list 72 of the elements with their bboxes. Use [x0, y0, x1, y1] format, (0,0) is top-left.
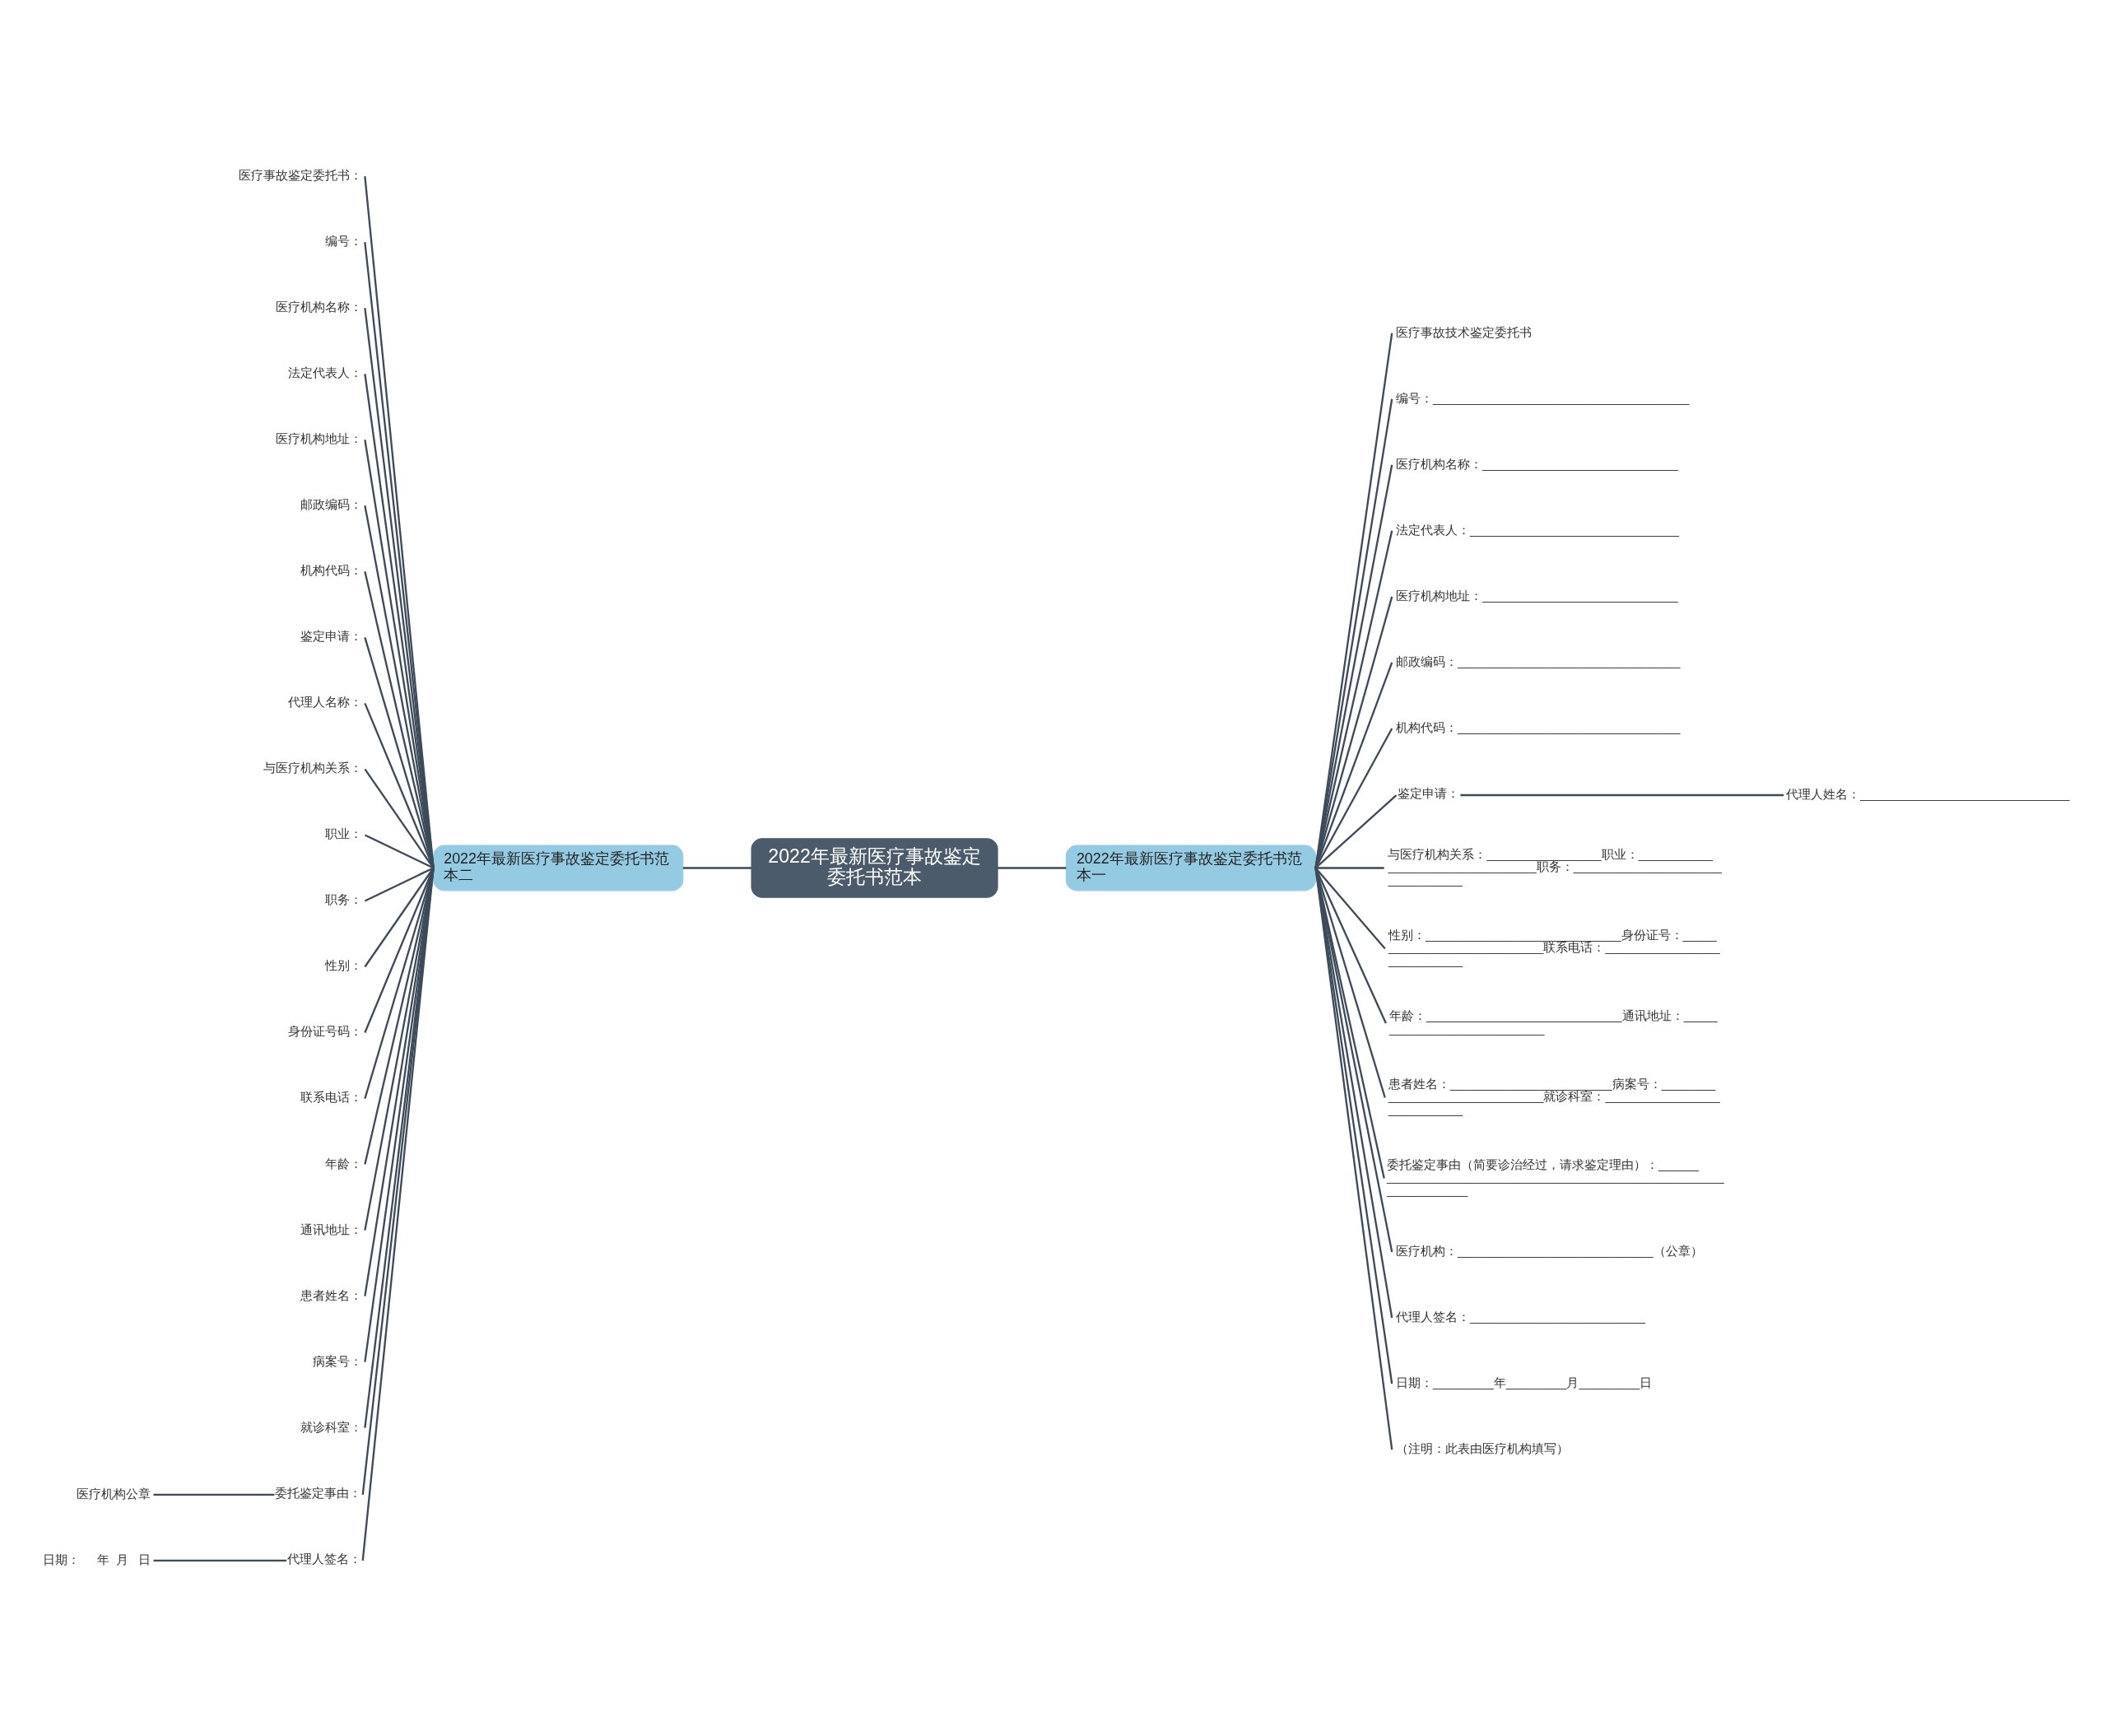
connector [364, 867, 435, 1231]
node-text: 病案号： [313, 1354, 363, 1368]
node-text: 联系电话： [300, 1090, 363, 1104]
connector [364, 570, 435, 868]
connector [1314, 727, 1393, 868]
node-text: 患者姓名： [300, 1288, 363, 1302]
connector [1314, 530, 1393, 868]
node-box: 2022年最新医疗事故鉴定委托书范本 [751, 837, 998, 898]
node-text: 代理人姓名：_______________________________ [1786, 787, 2070, 801]
node-text: 编号： [325, 234, 363, 248]
node-text: 日期： 年 月 日 [43, 1552, 151, 1566]
connector [1460, 794, 1784, 796]
node-text: 职业： [325, 826, 363, 840]
connector [364, 867, 435, 1165]
node-text: 医疗机构地址： [276, 431, 363, 445]
connector [153, 1493, 275, 1496]
connector [1314, 867, 1385, 1179]
node-text: 鉴定申请： [1397, 786, 1459, 800]
node-text: 邮政编码：_________________________________ [1395, 654, 1681, 668]
node-text: 就诊科室： [300, 1420, 363, 1434]
node-box: 2022年最新医疗事故鉴定委托书范本二 [433, 845, 684, 891]
connector [1314, 596, 1393, 868]
connector [364, 505, 435, 868]
node-text: 机构代码： [300, 563, 363, 577]
connector [1314, 867, 1386, 949]
connector [364, 636, 435, 868]
connector [1314, 662, 1393, 868]
node-text: 与医疗机构关系：_________________职业：_________________________________职务：_________________________________ [1388, 847, 1723, 887]
connector [364, 768, 435, 868]
node-text: 医疗机构地址：_____________________________ [1395, 589, 1678, 603]
connector [1314, 794, 1398, 868]
connector [364, 867, 435, 1033]
connector [1314, 867, 1387, 1023]
node-text: 代理人签名：__________________________ [1395, 1310, 1645, 1324]
node-text: 鉴定申请： [300, 629, 363, 643]
node-box: 2022年最新医疗事故鉴定委托书范本一 [1065, 845, 1317, 891]
connector [1315, 866, 1384, 869]
node-text: 身份证号码： [288, 1024, 363, 1038]
node-text: 医疗事故技术鉴定委托书 [1395, 325, 1532, 339]
node-text: 编号：______________________________________ [1395, 391, 1690, 405]
node-text: 委托鉴定事由（简要诊治经过，请求鉴定理由）：____________________________________________________________________ [1386, 1157, 1724, 1197]
connector [153, 1559, 287, 1561]
node-text: 与医疗机构关系： [263, 761, 363, 775]
node-text: 法定代表人： [288, 365, 363, 379]
node-text: 年龄：_____________________________通讯地址：____________________________ [1389, 1008, 1718, 1036]
connector [364, 867, 435, 1099]
node-text: 医疗事故鉴定委托书： [239, 168, 363, 182]
node-text: 邮政编码： [300, 497, 363, 511]
connector [364, 833, 435, 868]
node-text: 通讯地址： [300, 1222, 363, 1236]
connector [364, 702, 435, 868]
connector [682, 866, 751, 869]
node-text: 日期：_________年_________月_________日 [1395, 1375, 1653, 1389]
node-text: 代理人签名： [287, 1552, 362, 1566]
node-text: 法定代表人：_______________________________ [1395, 523, 1679, 537]
connector [998, 866, 1067, 869]
connector [364, 866, 435, 902]
node-text: 性别： [325, 958, 363, 972]
node-text: 委托鉴定事由： [275, 1486, 362, 1500]
node-text: 医疗机构公章 [77, 1487, 151, 1501]
node-text: 医疗机构：_____________________________（公章） [1395, 1244, 1703, 1258]
node-text: 年龄： [325, 1157, 363, 1170]
node-text: 医疗机构名称： [276, 300, 363, 314]
node-text: 性别：_____________________________身份证号：____________________________联系电话：____________________________ [1388, 928, 1720, 967]
node-text: 医疗机构名称：_____________________________ [1395, 457, 1678, 471]
connector [364, 867, 435, 967]
node-text: 机构代码：_________________________________ [1395, 720, 1681, 734]
node-text: 患者姓名：________________________病案号：_______________________________就诊科室：____________________________ [1388, 1077, 1720, 1116]
connector [1314, 867, 1386, 1098]
node-text: （注明：此表由医疗机构填写） [1395, 1441, 1569, 1455]
node-text: 职务： [325, 892, 363, 906]
node-text: 代理人名称： [288, 695, 363, 709]
